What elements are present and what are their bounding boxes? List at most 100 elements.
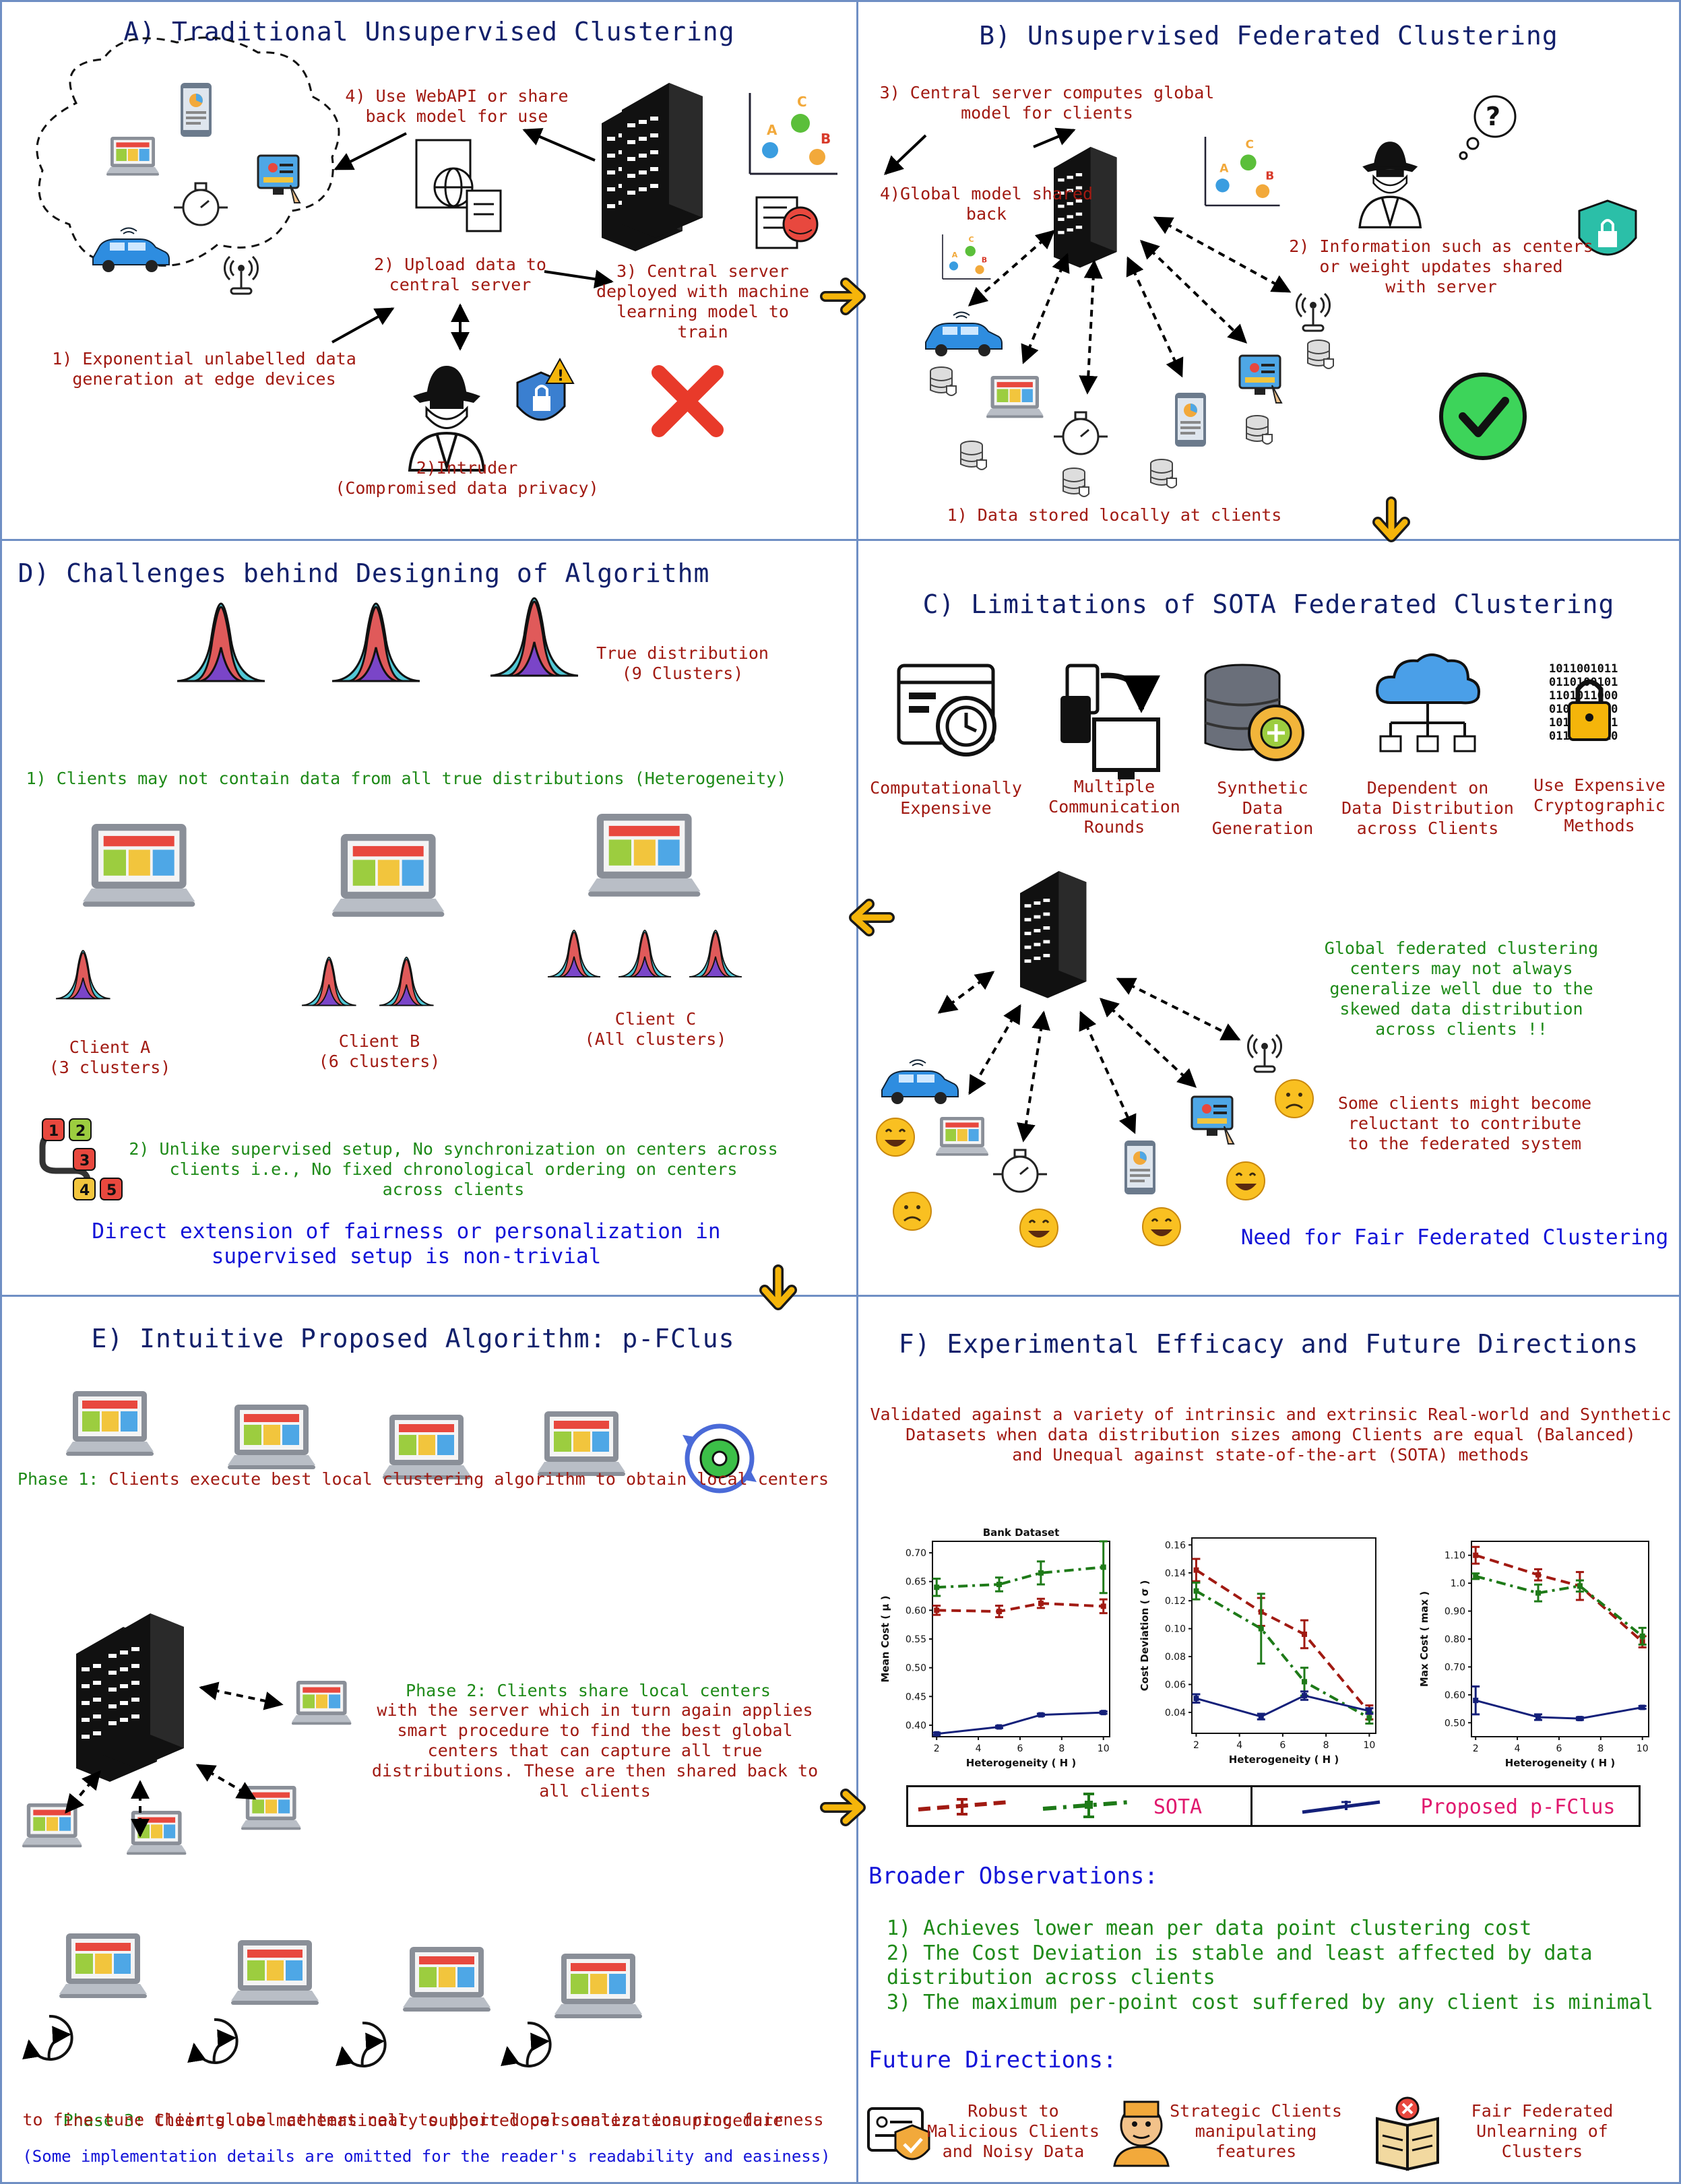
ordering-icon: 1 2 3 4 5 — [39, 1118, 123, 1201]
series-2-point — [1366, 1708, 1372, 1714]
laptop-icon — [22, 1803, 82, 1848]
x-tick-label: 10 — [1637, 1743, 1649, 1754]
arrow-api-to-cloud — [334, 132, 407, 170]
c-limitation-1: Computationally Expensive — [870, 778, 1022, 818]
y-tick-label: 0.60 — [906, 1605, 926, 1616]
laptop-icon — [231, 1940, 319, 2005]
y-tick-label: 0.70 — [1445, 1662, 1465, 1673]
car-icon — [925, 311, 1003, 357]
y-tick-label: 0.06 — [1165, 1680, 1186, 1691]
y-tick-label: 0.70 — [906, 1548, 926, 1559]
chart-title: Bank Dataset — [983, 1527, 1060, 1539]
true-distribution-curves — [331, 602, 421, 682]
client-a-curves — [55, 950, 111, 1000]
a-step1: 1) Exponential unlabelled data generatio… — [52, 349, 356, 389]
x-tick-label: 10 — [1098, 1743, 1110, 1754]
f-future-1: Robust to Malicious Clients and Noisy Da… — [927, 2101, 1100, 2161]
series-1-point — [1193, 1588, 1199, 1594]
panel-e: E) Intuitive Proposed Algorithm: p-FClus — [0, 1295, 858, 2184]
laptop-icon — [241, 1786, 301, 1830]
series-1-point — [1639, 1633, 1645, 1639]
phone-icon — [181, 83, 212, 137]
d-challenge1: 1) Clients may not contain data from all… — [26, 769, 787, 788]
y-tick-label: 0.04 — [1165, 1708, 1186, 1719]
d-client-c: Client C (All clusters) — [584, 1009, 727, 1049]
order-2: 2 — [75, 1123, 86, 1140]
refresh-cycle-icon — [29, 2016, 72, 2059]
series-1-line — [937, 1566, 1104, 1589]
unlearning-book-icon — [1376, 2096, 1439, 2171]
e-phase3-text1: Clients use mathematically supported per… — [144, 2111, 784, 2130]
e-phase2-label: Phase 2: Clients share local centers — [406, 1681, 771, 1700]
brain-document-icon — [755, 196, 819, 249]
d-client-b: Client B (6 clusters) — [318, 1031, 441, 1071]
series-1-point — [1366, 1715, 1372, 1721]
series-2-point — [1535, 1714, 1542, 1720]
x-tick-label: 2 — [934, 1743, 940, 1754]
panel-b-graphics: ? — [883, 95, 1637, 497]
a-step3: 3) Central server deployed with machine … — [596, 261, 810, 342]
svg-text:!: ! — [557, 368, 564, 385]
c-limitation-4: Dependent on Data Distribution across Cl… — [1341, 778, 1514, 838]
series-0-point — [934, 1607, 940, 1613]
sad-face-icon — [1274, 1079, 1314, 1119]
happy-face-icon — [875, 1117, 916, 1157]
panel-b: B) Unsupervised Federated Clustering ? — [856, 0, 1681, 541]
series-1-point — [996, 1581, 1003, 1587]
cluster-chart-icon — [749, 92, 839, 175]
local-db-icon — [960, 441, 987, 470]
series-2-point — [1193, 1696, 1199, 1702]
y-tick-label: 0.08 — [1165, 1652, 1186, 1663]
panel-d-title: D) Challenges behind Designing of Algori… — [18, 558, 710, 588]
legend-divider — [1250, 1787, 1252, 1825]
series-1-point — [1038, 1570, 1044, 1576]
panel-f-title: F) Experimental Efficacy and Future Dire… — [898, 1329, 1639, 1359]
laptop-icon — [59, 1933, 147, 1998]
y-tick-label: 1.0 — [1451, 1578, 1465, 1589]
y-tick-label: 0.50 — [1445, 1718, 1465, 1729]
series-1-point — [1577, 1583, 1583, 1589]
synthetic-data-icon — [1204, 664, 1304, 761]
series-0-line — [937, 1602, 1104, 1613]
client-c-curves — [618, 930, 672, 977]
plot-frame — [1471, 1541, 1649, 1737]
future-icons — [867, 2096, 1439, 2171]
x-tick-label: 4 — [1236, 1740, 1242, 1751]
cluster-chart-icon — [1204, 135, 1281, 207]
monitor-user-icon — [1191, 1095, 1235, 1145]
y-tick-label: 0.10 — [1165, 1624, 1186, 1635]
legend-proposed-label: Proposed p-FClus — [1420, 1795, 1616, 1819]
monitor-user-icon — [1238, 354, 1283, 404]
d-conclusion: Direct extension of fairness or personal… — [92, 1219, 721, 1269]
f-future-2: Strategic Clients manipulating features — [1170, 2101, 1342, 2161]
e-phase3-label: Phase 3: — [63, 2111, 145, 2130]
antenna-icon — [1246, 1033, 1283, 1073]
local-db-icon — [1307, 340, 1334, 369]
panel-b-title: B) Unsupervised Federated Clustering — [979, 21, 1558, 51]
f-observation-3: 3) The maximum per-point cost suffered b… — [887, 1991, 1653, 2014]
local-db-icon — [1246, 415, 1273, 445]
laptop-icon — [936, 1117, 988, 1156]
y-tick-label: 0.45 — [906, 1692, 926, 1702]
laptop-icon — [127, 1811, 187, 1855]
arrow-b-2 — [1033, 127, 1076, 148]
c-note1: Global federated clustering centers may … — [1324, 938, 1599, 1039]
y-tick-label: 0.80 — [1445, 1634, 1465, 1645]
series-2-point — [1639, 1704, 1645, 1710]
client-c-curves — [689, 930, 742, 977]
series-2-point — [1038, 1712, 1044, 1718]
shield-lock-icon — [1578, 199, 1637, 256]
f-observation-1: 1) Achieves lower mean per data point cl… — [887, 1917, 1532, 1940]
panel-a: A) Traditional Unsupervised Clustering — [0, 0, 858, 541]
c-limitation-2: Multiple Communication Rounds — [1048, 777, 1180, 837]
f-observation-2: 2) The Cost Deviation is stable and leas… — [887, 1941, 1593, 1989]
series-0-line — [1475, 1553, 1644, 1643]
shield-warning-icon: ! — [516, 357, 575, 421]
e-phase1-label: Phase 1: — [17, 1469, 99, 1489]
antenna-icon — [223, 255, 259, 295]
c-limitation-5: Use Expensive Cryptographic Methods — [1533, 775, 1666, 835]
series-2-line — [1196, 1694, 1370, 1718]
b-step3: 3) Central server computes global model … — [879, 83, 1215, 123]
panel-a-title: A) Traditional Unsupervised Clustering — [123, 17, 735, 46]
x-tick-label: 6 — [1017, 1743, 1023, 1754]
